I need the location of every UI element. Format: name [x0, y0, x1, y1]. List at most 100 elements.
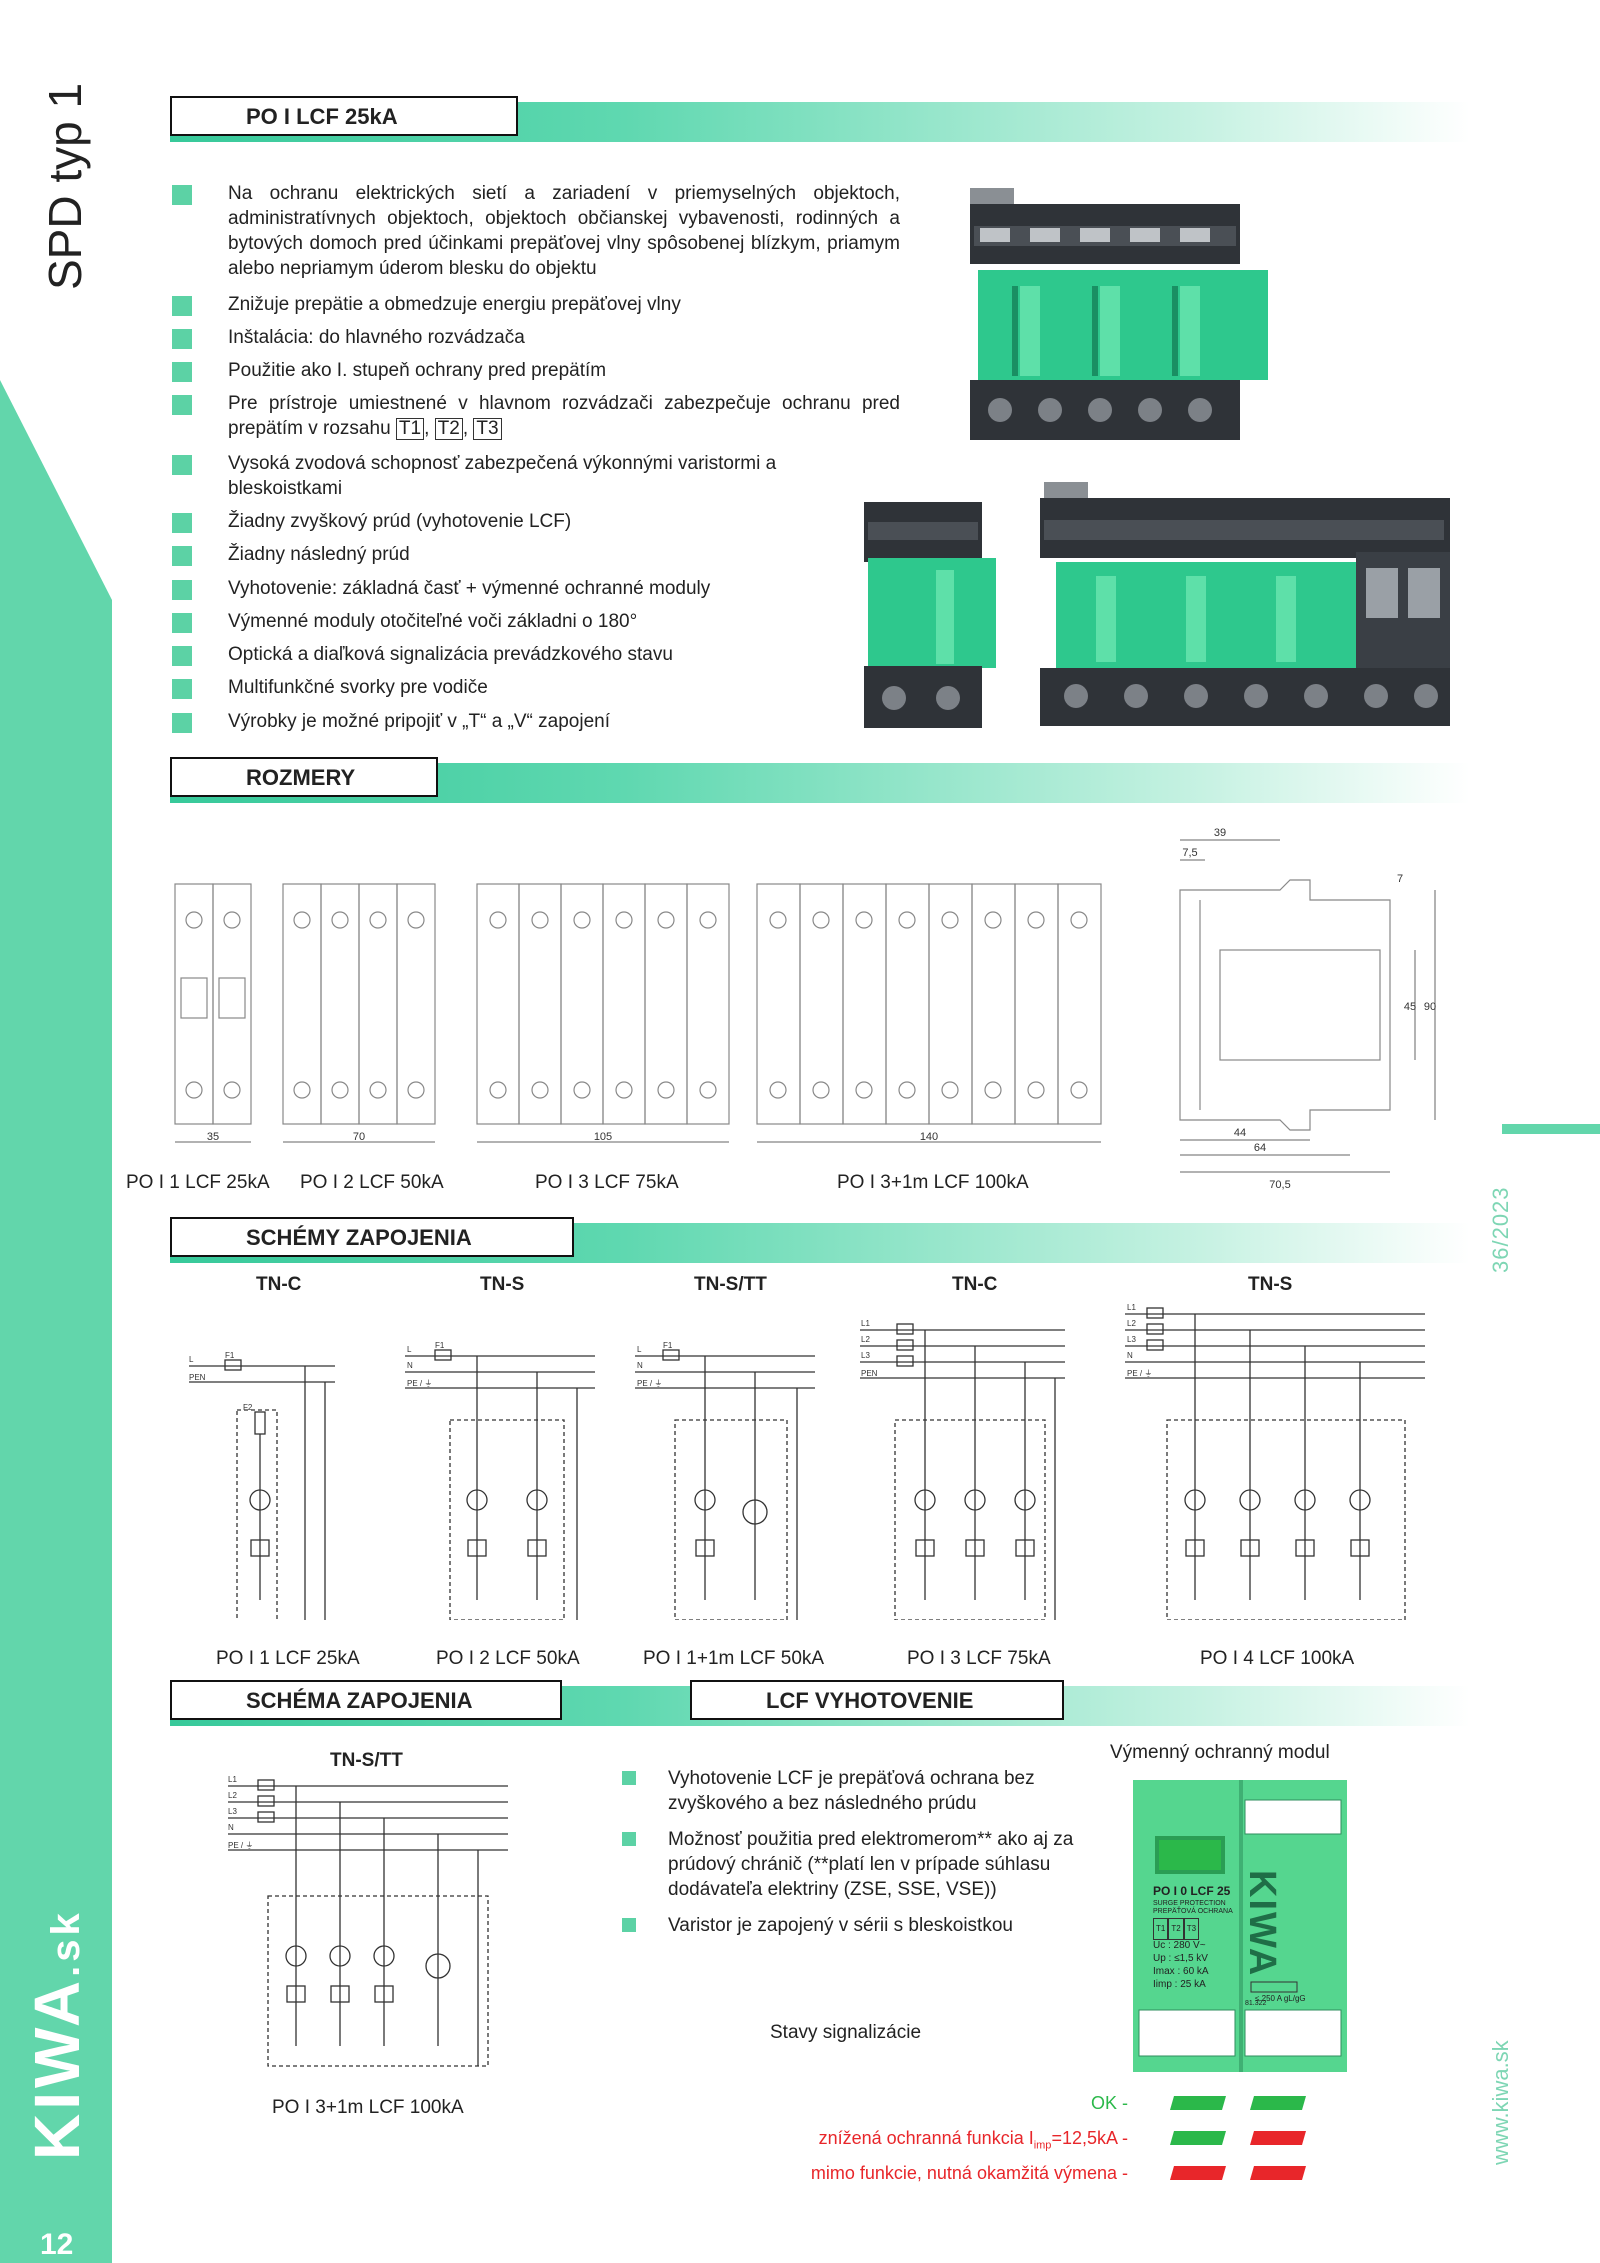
feature-item: Vyhotovenie: základná časť + výmenné och… — [172, 576, 900, 601]
svg-text:L2: L2 — [228, 1791, 237, 1800]
scheme-caption: PO I 4 LCF 100kA — [1200, 1648, 1355, 1669]
scheme-caption: PO I 3 LCF 75kA — [907, 1648, 1051, 1669]
module-spec: Iimp : 25 kA — [1153, 1979, 1206, 1990]
section-head-single-scheme: SCHÉMA ZAPOJENIA LCF VYHOTOVENIE — [170, 1680, 1470, 1726]
side-dim-45: 45 — [1404, 1001, 1416, 1013]
brand-logo: KIWA.sk — [21, 1909, 93, 2160]
svg-text:L3: L3 — [1127, 1335, 1136, 1344]
module-sub1: SURGE PROTECTION — [1153, 1900, 1226, 1907]
svg-text:L2: L2 — [861, 1335, 870, 1344]
feature-item: Žiadny zvyškový prúd (vyhotovenie LCF) — [172, 509, 900, 534]
svg-text:N: N — [407, 1361, 413, 1370]
svg-text:F1: F1 — [663, 1341, 673, 1350]
module-fuse: ≤ 250 A gL/gG — [1255, 1994, 1306, 2003]
svg-text:PEN: PEN — [861, 1369, 878, 1378]
section-head-product: PO I LCF 25kA — [170, 96, 1470, 142]
dims-caption: PO I 2 LCF 50kA — [300, 1172, 444, 1193]
feature-item: Výmenné moduly otočiteľné voči základni … — [172, 609, 900, 634]
dim-width-3: 105 — [594, 1131, 612, 1143]
dims-caption: PO I 3 LCF 75kA — [535, 1172, 679, 1193]
signal-title: Stavy signalizácie — [770, 2022, 922, 2043]
feature-item: Vysoká zvodová schopnosť zabezpečená výk… — [172, 451, 818, 501]
section-title: SCHÉMY ZAPOJENIA — [170, 1217, 574, 1257]
state-indicators — [1170, 2096, 1306, 2180]
section-title: SCHÉMA ZAPOJENIA — [170, 1680, 562, 1720]
module-sub2: PREPÄŤOVÁ OCHRANA — [1153, 1908, 1233, 1915]
section-title: ROZMERY — [170, 757, 438, 797]
side-dim-70-5: 70,5 — [1269, 1179, 1290, 1191]
svg-text:F1: F1 — [225, 1351, 235, 1360]
svg-text:L1: L1 — [228, 1776, 237, 1784]
module-brand-logo: KIWA — [1241, 1870, 1283, 1978]
svg-text:F1: F1 — [435, 1341, 445, 1350]
svg-text:PE / ⏚: PE / ⏚ — [637, 1379, 662, 1388]
feature-item: Žiadny následný prúd — [172, 542, 900, 567]
page-number: 12 — [40, 2228, 74, 2261]
right-accent-bar — [1502, 1124, 1600, 1134]
product-photo-4module — [970, 188, 1268, 440]
front-view-2 — [282, 883, 436, 1125]
lcf-item: Možnosť použitia pred elektromerom** ako… — [622, 1827, 1108, 1902]
dims-caption: PO I 1 LCF 25kA — [126, 1172, 270, 1193]
feature-item: Multifunkčné svorky pre vodiče — [172, 675, 900, 700]
svg-text:N: N — [637, 1361, 643, 1370]
lcf-item: Vyhotovenie LCF je prepäťová ochrana bez… — [622, 1766, 1088, 1816]
network-label: TN-S/TT — [330, 1750, 403, 1771]
side-dim-90: 90 — [1424, 1001, 1436, 1013]
front-view-4 — [756, 883, 1102, 1125]
scheme-caption: PO I 1 LCF 25kA — [216, 1648, 360, 1669]
svg-text:PEN: PEN — [189, 1373, 206, 1382]
svg-text:N: N — [1127, 1351, 1133, 1360]
svg-text:F2: F2 — [243, 1403, 253, 1412]
scheme-caption: PO I 3+1m LCF 100kA — [272, 2097, 464, 2118]
feature-item: Na ochranu elektrických sietí a zariaden… — [172, 181, 900, 281]
scheme-caption: PO I 2 LCF 50kA — [436, 1648, 580, 1669]
network-label: TN-S — [480, 1274, 525, 1295]
svg-text:L2: L2 — [1127, 1319, 1136, 1328]
section-head-dimensions: ROZMERY — [170, 757, 1470, 803]
side-dim-7-5: 7,5 — [1182, 847, 1197, 859]
side-dim-44: 44 — [1234, 1127, 1246, 1139]
dimension-drawing-side: 39 7,5 7 45 90 44 64 70,5 — [1179, 827, 1436, 1191]
left-decorative-band — [0, 380, 112, 2263]
front-view-1 — [174, 883, 252, 1125]
lcf-item: Varistor je zapojený v sérii s bleskoist… — [622, 1913, 1088, 1938]
module-spec: Imax : 60 kA — [1153, 1966, 1209, 1977]
module-spec: Uc : 280 V~ — [1153, 1940, 1206, 1951]
chapter-title: SPD typ 1 — [39, 82, 91, 290]
svg-text:PE / ⏚: PE / ⏚ — [228, 1841, 253, 1850]
edition-label: 36/2023 — [1488, 1186, 1513, 1273]
dim-width-1: 35 — [207, 1131, 219, 1143]
website-label: www.kiwa.sk — [1488, 2040, 1513, 2165]
module-code: 81.322 — [1245, 2000, 1267, 2007]
feature-item: Výrobky je možné pripojiť v „T“ a „V“ za… — [172, 709, 900, 734]
class-badge: T2 — [434, 418, 463, 440]
dims-caption: PO I 3+1m LCF 100kA — [837, 1172, 1029, 1193]
svg-text:L: L — [189, 1355, 194, 1364]
module-title: Výmenný ochranný modul — [1110, 1742, 1330, 1763]
replacement-module: PO I 0 LCF 25 SURGE PROTECTION PREPÄŤOVÁ… — [1133, 1780, 1347, 2072]
svg-text:L3: L3 — [861, 1351, 870, 1360]
dim-width-2: 70 — [353, 1131, 365, 1143]
svg-text:L1: L1 — [861, 1319, 870, 1328]
svg-text:L1: L1 — [1127, 1303, 1136, 1312]
product-photo-1module — [864, 502, 996, 728]
front-view-3 — [476, 883, 730, 1125]
section-head-schemes: SCHÉMY ZAPOJENIA — [170, 1217, 1470, 1263]
feature-item: Znižuje prepätie a obmedzuje energiu pre… — [172, 292, 900, 317]
svg-text:L: L — [637, 1345, 642, 1354]
svg-text:L: L — [407, 1345, 412, 1354]
scheme-caption: PO I 1+1m LCF 50kA — [643, 1648, 825, 1669]
feature-item: Inštalácia: do hlavného rozvádzača — [172, 325, 900, 350]
section-title-lcf: LCF VYHOTOVENIE — [690, 1680, 1064, 1720]
side-dim-39: 39 — [1214, 827, 1226, 839]
module-name: PO I 0 LCF 25 — [1153, 1884, 1231, 1898]
svg-text:N: N — [228, 1823, 234, 1832]
module-spec: Up : ≤1,5 kV — [1153, 1953, 1208, 1964]
dimension-drawings-front: 35 70 105 140 — [174, 883, 1102, 1143]
section-title: PO I LCF 25kA — [170, 96, 518, 136]
state-reduced-label: znížená ochranná funkcia Iimp=12,5kA - — [818, 2128, 1128, 2152]
